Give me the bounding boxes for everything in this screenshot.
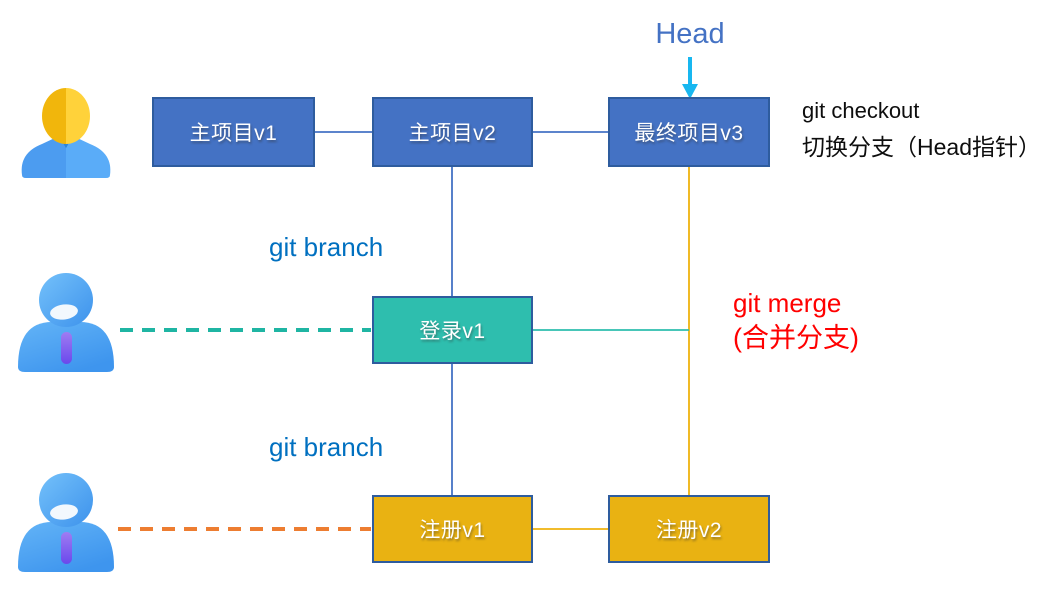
user-avatar-icon-lower <box>18 473 114 572</box>
head-arrow-icon <box>682 57 698 99</box>
user-avatar-icon-upper <box>18 273 114 372</box>
node-final-project-v3: 最终项目v3 <box>608 97 770 167</box>
node-login-v1: 登录v1 <box>372 296 533 364</box>
manager-avatar-icon <box>21 88 111 178</box>
git-checkout-description: 切换分支（Head指针） <box>802 134 1041 160</box>
node-main-project-v2: 主项目v2 <box>372 97 533 167</box>
git-checkout-note: git checkout 切换分支（Head指针） <box>802 92 1041 166</box>
git-merge-note: git merge (合并分支) <box>733 286 859 356</box>
git-merge-description: (合并分支) <box>733 323 859 353</box>
git-branch-note-upper: git branch <box>269 232 384 262</box>
node-main-project-v1: 主项目v1 <box>152 97 315 167</box>
git-branch-note-lower: git branch <box>269 432 384 462</box>
git-checkout-command: git checkout <box>802 98 920 123</box>
node-register-v1: 注册v1 <box>372 495 533 563</box>
git-merge-command: git merge <box>733 288 842 318</box>
head-pointer-label: Head <box>655 18 725 50</box>
node-register-v2: 注册v2 <box>608 495 770 563</box>
